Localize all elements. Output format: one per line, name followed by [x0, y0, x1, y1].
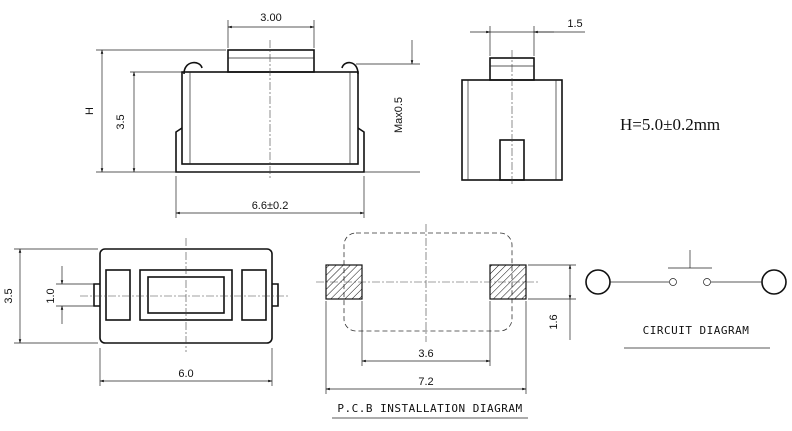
dim-pad-outer: 7.2: [418, 376, 433, 388]
dim-width-leads: 6.6±0.2: [252, 200, 289, 212]
dim-pad-height: 1.6: [548, 314, 560, 329]
top-view: 3.5 1.0 6.0: [3, 238, 290, 386]
front-view: 3.00 H 3.5 Max0.5 6.6±0.2: [84, 12, 420, 218]
pcb-outline: [343, 232, 513, 332]
height-note: H=5.0±0.2mm: [620, 115, 720, 134]
contact-right: [703, 278, 711, 286]
pcb-diagram: 1.6 3.6 7.2 P.C.B INSTALLATION DIAGRAM: [316, 224, 576, 419]
dim-actuator-depth: 1.5: [567, 18, 582, 30]
dim-height-total: H: [84, 107, 96, 115]
side-view: 1.5: [461, 18, 585, 186]
dim-width-actuator: 3.00: [260, 12, 281, 24]
dim-max-clearance: Max0.5: [393, 97, 405, 133]
dim-height-body: 3.5: [115, 114, 127, 129]
circuit-caption: CIRCUIT DIAGRAM: [643, 324, 750, 337]
dim-pad-inner: 3.6: [418, 348, 433, 360]
pcb-caption: P.C.B INSTALLATION DIAGRAM: [337, 402, 522, 415]
dim-top-width: 6.0: [178, 368, 193, 380]
terminal-left: [585, 269, 611, 295]
dim-terminal-width: 1.0: [45, 288, 57, 303]
terminal-right: [761, 269, 787, 295]
front-actuator: [227, 49, 315, 73]
contact-left: [669, 278, 677, 286]
circuit-diagram: CIRCUIT DIAGRAM: [585, 250, 787, 349]
dim-top-height: 3.5: [3, 288, 15, 303]
